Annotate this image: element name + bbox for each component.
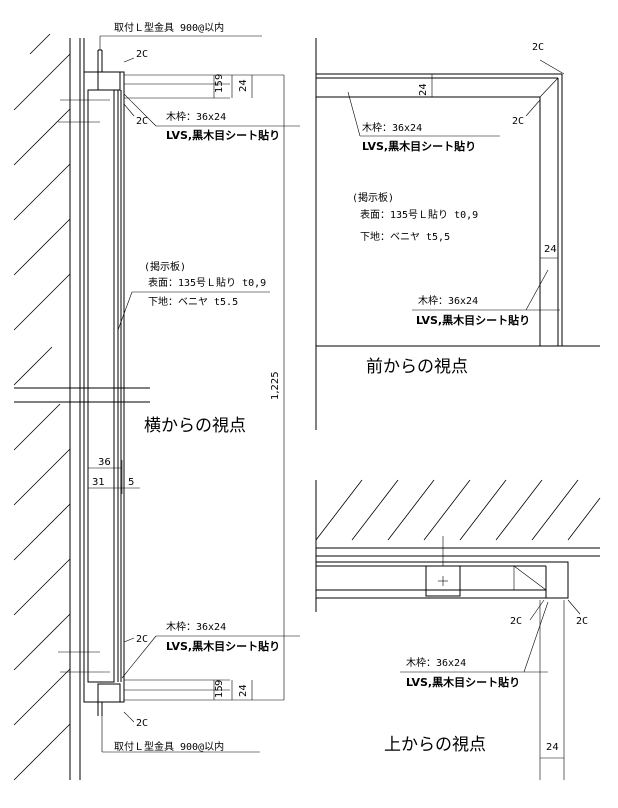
dim-9-bottom: 9 (214, 680, 225, 686)
frame-note-front-b: 木枠：36x24 (418, 294, 478, 307)
tag-2c-top-view-b: 2C (576, 616, 588, 627)
dim-24-top-view: 24 (546, 742, 559, 753)
tag-2c-top-a: 2C (136, 49, 148, 60)
top-view (315, 479, 601, 780)
frame-note-side-top: 木枠：36x24 (166, 110, 226, 123)
dim-24-front-top: 24 (418, 83, 429, 96)
tag-2c-top-b: 2C (136, 116, 148, 127)
bracket-note-bottom: 取付Ｌ型金具 900@以内 (114, 740, 224, 753)
tag-2c-front-a: 2C (532, 42, 544, 53)
wall-hatching-left (13, 33, 71, 781)
tag-2c-top-view-a: 2C (510, 616, 522, 627)
top-view-title: 上からの視点 (384, 735, 486, 755)
board-surface-side: 表面：135号Ｌ貼り t0,9 (148, 276, 266, 289)
frame-note-side-bottom: 木枠：36x24 (166, 620, 226, 633)
front-view-title: 前からの視点 (366, 357, 468, 377)
dim-1225: 1,225 (270, 371, 281, 400)
finish-note-side-top: LVS,黒木目シート貼り (166, 128, 280, 142)
finish-note-side-bottom: LVS,黒木目シート貼り (166, 639, 280, 653)
board-heading-side: (掲示板) (144, 260, 186, 273)
front-view (315, 38, 600, 430)
side-view (13, 33, 300, 781)
bracket-note-top: 取付Ｌ型金具 900@以内 (114, 21, 224, 34)
frame-note-top-view: 木枠：36x24 (406, 656, 466, 669)
wall-hatching-top (315, 479, 601, 541)
dim-15-top: 15 (214, 80, 225, 93)
dim-31: 31 (92, 477, 105, 488)
side-view-title: 横からの視点 (144, 416, 246, 436)
tag-2c-bottom-a: 2C (136, 634, 148, 645)
dim-5: 5 (128, 477, 134, 488)
board-base-side: 下地：ベニヤ t5.5 (148, 295, 238, 308)
board-base-front: 下地：ベニヤ t5,5 (360, 230, 450, 243)
dim-36: 36 (98, 457, 111, 468)
dim-9-top: 9 (214, 74, 225, 80)
dim-24-front-side: 24 (544, 244, 557, 255)
dim-24-bottom: 24 (238, 684, 249, 697)
board-heading-front: (掲示板) (352, 191, 394, 204)
dim-15-bottom: 15 (214, 685, 225, 698)
frame-note-front-a: 木枠：36x24 (362, 121, 422, 134)
dim-24-top: 24 (238, 79, 249, 92)
tag-2c-bottom-b: 2C (136, 718, 148, 729)
finish-note-top-view: LVS,黒木目シート貼り (406, 675, 520, 689)
finish-note-front-a: LVS,黒木目シート貼り (362, 139, 476, 153)
tag-2c-front-b: 2C (512, 116, 524, 127)
finish-note-front-b: LVS,黒木目シート貼り (416, 313, 530, 327)
board-surface-front: 表面：135号Ｌ貼り t0,9 (360, 208, 478, 221)
